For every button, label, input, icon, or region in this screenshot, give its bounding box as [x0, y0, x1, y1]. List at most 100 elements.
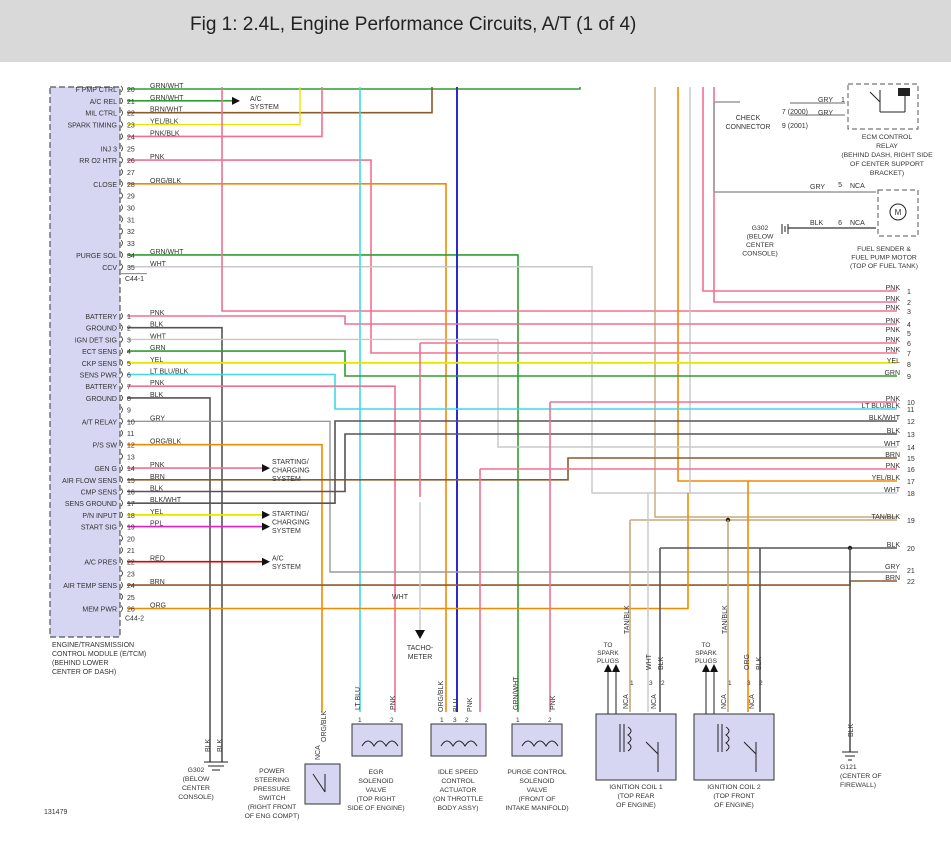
egr-wire-1: LT BLU: [355, 687, 362, 710]
pin-label-bot-25: MEM PWR: [82, 607, 117, 614]
coil1-nca-2: NCA: [651, 694, 658, 709]
ref-number-5: 6: [907, 341, 911, 348]
ref-number-17: 18: [907, 491, 915, 498]
pin-mark-top-12: [120, 227, 123, 235]
starting-system-2-line-1: CHARGING: [272, 519, 310, 526]
purge-name-line-4: INTAKE MANIFOLD): [505, 805, 568, 812]
purge-name-line-1: SOLENOID: [519, 778, 554, 785]
ref-label-7: YEL: [887, 358, 900, 365]
isc-wire-1: ORG/BLK: [438, 681, 445, 712]
isc-coil-symbol: [440, 740, 478, 747]
tachometer-line-0: TACHO-: [407, 645, 434, 652]
isc-body: [430, 723, 487, 757]
fuel-pump-box: [877, 189, 919, 237]
wire-bot-8: [127, 397, 211, 762]
ref-number-4: 5: [907, 331, 911, 338]
fuel-wire-5: GRY: [810, 184, 825, 191]
pin-mark-top-5: [120, 144, 123, 152]
pin-wire-bot-17: YEL: [150, 509, 163, 516]
connector-c44-1: C44-1: [125, 276, 144, 283]
coil2-transformer: [717, 724, 730, 752]
pin-mark-top-14: [120, 251, 123, 259]
pin-label-bot-21: A/C PRES: [84, 560, 117, 567]
ref-label-8: GRN: [884, 370, 900, 377]
pin-label-top-15: CCV: [102, 265, 117, 272]
pin-label-bot-3: ECT SENS: [82, 349, 117, 356]
coil2-to-plugs-line-2: PLUGS: [695, 658, 718, 665]
ps-switch-name-line-0: POWER: [259, 768, 285, 775]
isc-name-line-4: BODY ASSY): [437, 805, 478, 812]
pin-label-bot-13: GEN G: [94, 466, 117, 473]
pin-wire-top-0: GRN/WHT: [150, 83, 184, 90]
pin-number-bot-3: 4: [127, 349, 131, 356]
pin-number-bot-5: 6: [127, 373, 131, 380]
pin-mark-bot-6: [120, 382, 123, 390]
starting-system-2-line-0: STARTING/: [272, 511, 309, 518]
purge-name-line-0: PURGE CONTROL: [507, 769, 567, 776]
pin-label-bot-7: GROUND: [86, 396, 117, 403]
ref-label-18: TAN/BLK: [871, 514, 900, 521]
coil2-transistor: [743, 741, 757, 772]
pin-wire-bot-0: PNK: [150, 310, 165, 317]
wire-layer: [127, 87, 897, 762]
pin-wire-top-8: ORG/BLK: [150, 178, 181, 185]
ac-system-bottom-line-0: A/C: [272, 556, 284, 563]
pin-wire-top-1: GRN/WHT: [150, 95, 184, 102]
pin-mark-bot-13: [120, 464, 123, 472]
ecm-relay-box: [847, 83, 919, 130]
pin-mark-top-13: [120, 239, 123, 247]
g302-wire-2: BLK: [217, 738, 224, 752]
ref-label-21: BRN: [885, 575, 900, 582]
pin-number-bot-1: 2: [127, 326, 131, 333]
pin-mark-bot-20: [120, 546, 123, 554]
pin-label-top-2: MIL CTRL: [85, 111, 117, 118]
ref-number-1: 2: [907, 300, 911, 307]
pin-number-bot-16: 17: [127, 501, 135, 508]
pin-label-top-0: F PMP CTRL: [76, 87, 118, 94]
purge-wire-1: GRN/WHT: [513, 676, 520, 710]
fuel-wire-6: BLK: [810, 220, 824, 227]
ref-number-13: 14: [907, 445, 915, 452]
pin-number-top-8: 28: [127, 182, 135, 189]
tachometer-line-1: METER: [408, 654, 433, 661]
pin-number-top-5: 25: [127, 146, 135, 153]
ref-number-11: 12: [907, 419, 915, 426]
ref-number-8: 9: [907, 374, 911, 381]
pin-wire-bot-16: BLK/WHT: [150, 497, 182, 504]
g302-ground-symbol-top: [781, 224, 789, 234]
page-title: Fig 1: 2.4L, Engine Performance Circuits…: [190, 14, 637, 35]
coil2-wire-3: ORG: [744, 654, 751, 670]
coil1-plug-arrows: [604, 664, 620, 672]
g121-line-0: G121: [840, 764, 857, 771]
ps-switch-name-line-2: PRESSURE: [253, 786, 291, 793]
pin-label-bot-0: BATTERY: [85, 314, 117, 321]
splice-blk: [847, 545, 853, 551]
egr-name-line-3: (TOP RIGHT: [356, 796, 395, 803]
coil2-plug-leads: [705, 672, 715, 714]
wire-bot-3: [127, 338, 897, 448]
ref-number-12: 13: [907, 432, 915, 439]
ps-switch-name-line-3: SWITCH: [259, 795, 286, 802]
check-connector-line-0: CHECK: [736, 115, 761, 122]
ref-label-0: PNK: [886, 285, 901, 292]
connector-c44-2: C44-2: [125, 616, 144, 623]
fuel-pin-5: 5: [838, 182, 842, 189]
pin-mark-bot-15: [120, 488, 123, 495]
coil1-wire-tanblk: TAN/BLK: [624, 605, 631, 634]
pin-number-bot-15: 16: [127, 490, 135, 497]
pin-label-bot-4: CKP SENS: [82, 361, 118, 368]
ref-label-3: PNK: [886, 318, 901, 325]
ref-label-5: PNK: [886, 337, 901, 344]
module-body: [49, 86, 121, 638]
ps-switch-nca: NCA: [315, 745, 322, 760]
pin-mark-top-0: [120, 85, 123, 93]
ac-arrow-bottom: [262, 557, 270, 566]
fuel-pump-motor-letter: M: [895, 208, 902, 217]
coil2-wire-4: BLK: [756, 656, 763, 670]
starting-system-1-line-2: SYSTEM: [272, 476, 301, 483]
pin-number-bot-25: 26: [127, 607, 135, 614]
fuel-pump-name-line-2: (TOP OF FUEL TANK): [850, 263, 918, 270]
pin-wire-top-3: YEL/BLK: [150, 119, 179, 126]
pin-mark-top-10: [120, 204, 123, 211]
